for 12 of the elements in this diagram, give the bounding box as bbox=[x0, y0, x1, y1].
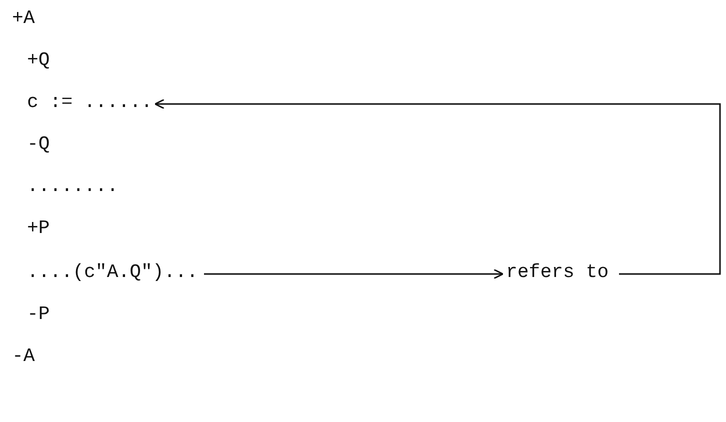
code-line: ........ bbox=[27, 174, 118, 198]
code-line: -Q bbox=[27, 132, 50, 156]
arrow bbox=[154, 98, 721, 275]
code-line: ....(c"A.Q")... bbox=[27, 260, 198, 284]
code-line: c := ...... bbox=[27, 90, 152, 114]
code-line: -A bbox=[12, 344, 35, 368]
code-line: -P bbox=[27, 302, 50, 326]
code-line: +P bbox=[27, 216, 50, 240]
arrow bbox=[204, 268, 504, 280]
code-line: +Q bbox=[27, 48, 50, 72]
annotation-text: refers to bbox=[506, 260, 609, 284]
code-line: +A bbox=[12, 6, 35, 30]
